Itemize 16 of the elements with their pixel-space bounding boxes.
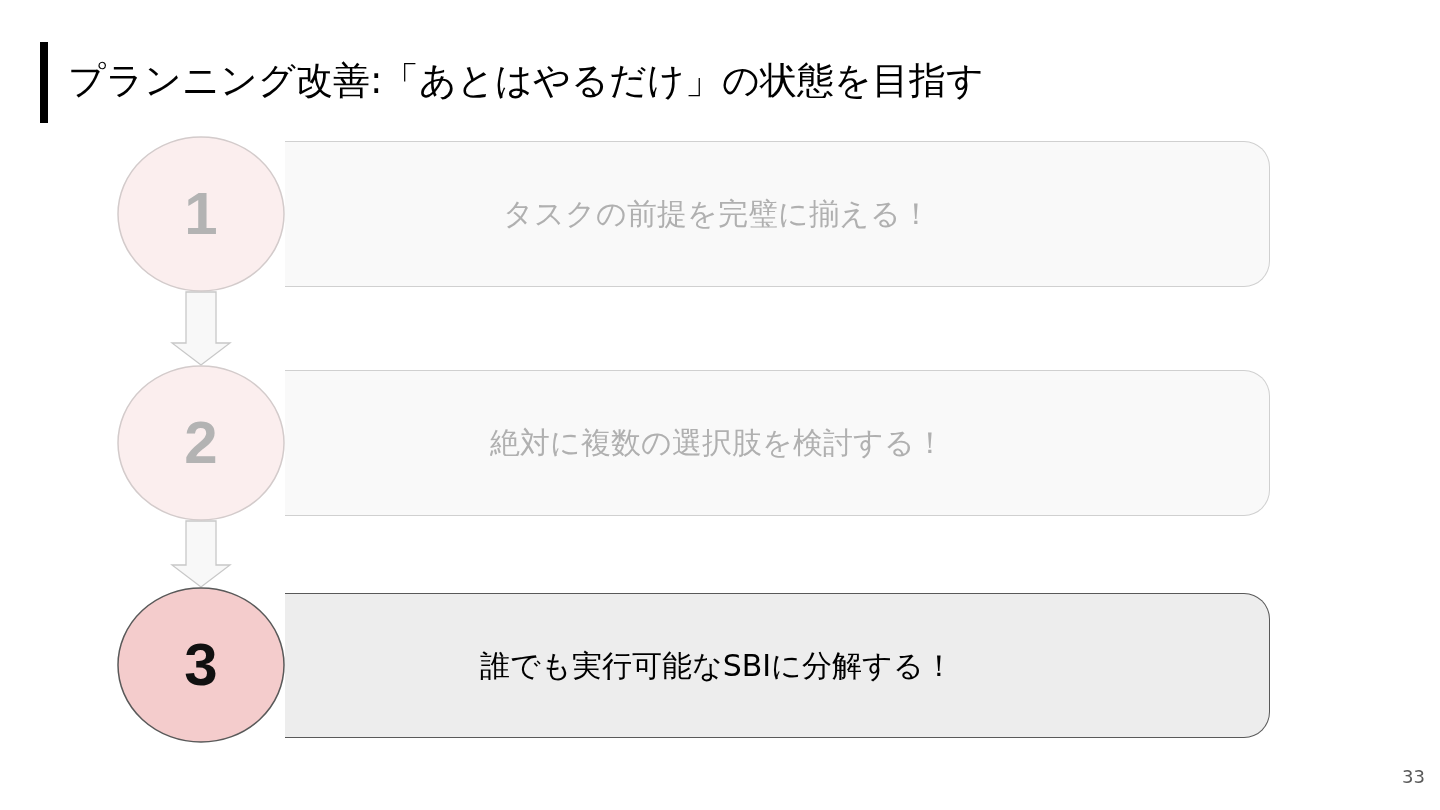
step-number: 3 xyxy=(184,635,218,695)
slide-title: プランニング改善:「あとはやるだけ」の状態を目指す xyxy=(68,58,985,104)
step-text: 絶対に複数の選択肢を検討する！ xyxy=(489,424,945,462)
step-text: 誰でも実行可能なSBIに分解する！ xyxy=(479,646,955,685)
step-box xyxy=(285,593,1270,738)
page-number: 33 xyxy=(1402,766,1425,788)
step-box xyxy=(285,141,1270,287)
block-arrow xyxy=(170,520,232,588)
step-number-circle xyxy=(117,136,285,292)
step-number-circle xyxy=(117,365,285,521)
block-arrow xyxy=(170,291,232,366)
step-box xyxy=(285,370,1270,516)
step-number-circle xyxy=(117,587,285,743)
step-number: 1 xyxy=(184,184,218,244)
step-number: 2 xyxy=(184,413,218,473)
step-text: タスクの前提を完璧に揃える！ xyxy=(503,195,931,233)
